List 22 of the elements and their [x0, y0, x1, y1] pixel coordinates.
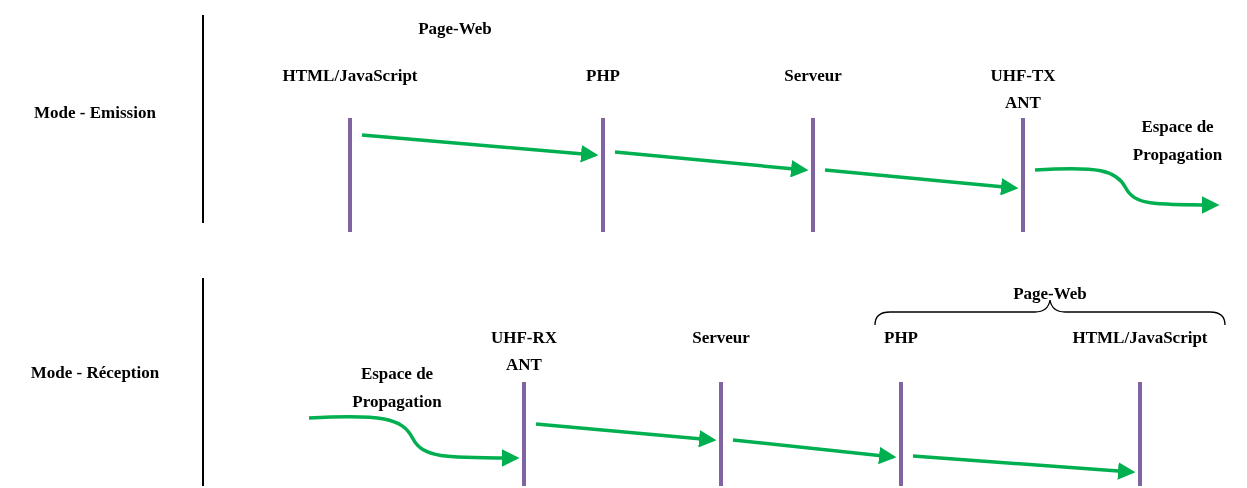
arrow [535, 422, 717, 448]
node-label: UHF-RX ANT [489, 327, 559, 376]
text-label: Mode - Réception [29, 362, 161, 384]
text-label: Mode - Emission [33, 102, 157, 124]
node-label: UHF-TX ANT [989, 65, 1057, 114]
node-label: Espace de Propagation [1131, 116, 1224, 166]
arrow [824, 168, 1019, 196]
node-label: HTML/JavaScript [1072, 327, 1208, 349]
node-label: HTML/JavaScript [282, 65, 418, 87]
node-label: PHP [586, 65, 620, 87]
arrow [361, 133, 599, 163]
arrow [1034, 166, 1220, 214]
arrow [912, 454, 1136, 480]
node-label: Espace de Propagation [351, 363, 443, 413]
node-label: Serveur [692, 327, 750, 349]
node-label: PHP [884, 327, 918, 349]
arrow [614, 150, 809, 178]
arrow [732, 438, 897, 465]
text-label: Page-Web [417, 18, 493, 40]
node-label: Serveur [784, 65, 842, 87]
text-label: Page-Web [1012, 283, 1088, 305]
arrow [308, 414, 520, 467]
